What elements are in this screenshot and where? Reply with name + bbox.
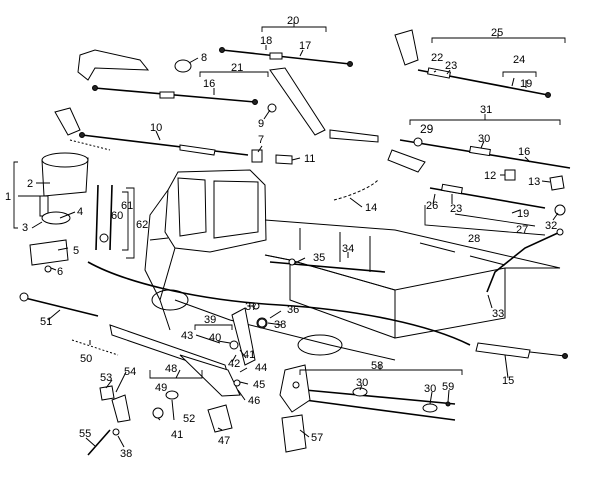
callout-27: 27 [516, 224, 528, 236]
callout-47: 47 [218, 435, 230, 447]
callout-9: 9 [258, 118, 264, 130]
callout-22: 22 [431, 52, 443, 64]
callout-32: 32 [545, 220, 557, 232]
small-parts [29, 29, 566, 407]
callout-40: 40 [209, 332, 221, 344]
callout-28: 28 [468, 233, 480, 245]
callout-21: 21 [231, 62, 243, 74]
callout-58: 58 [371, 360, 383, 372]
callout-48: 48 [165, 363, 177, 375]
callout-33: 33 [492, 308, 504, 320]
cable-assemblies [19, 47, 571, 359]
callout-41b: 41 [171, 429, 183, 441]
callout-37: 37 [245, 301, 257, 313]
callout-29: 29 [420, 122, 434, 136]
callout-5: 5 [73, 245, 79, 257]
callout-24: 24 [513, 54, 525, 66]
callout-39: 39 [204, 314, 216, 326]
callout-41a: 41 [243, 349, 255, 361]
callout-31: 31 [480, 104, 492, 116]
callout-38a: 38 [274, 319, 286, 331]
callout-13: 13 [528, 176, 540, 188]
callout-49: 49 [155, 382, 167, 394]
callout-51: 51 [40, 316, 52, 328]
callout-60: 60 [111, 210, 123, 222]
callout-57: 57 [311, 432, 323, 444]
callout-17: 17 [299, 40, 311, 52]
callout-23b: 23 [450, 203, 462, 215]
callout-30a: 30 [478, 133, 490, 145]
callout-6: 6 [57, 266, 63, 278]
callout-4: 4 [77, 206, 83, 218]
callout-12: 12 [484, 170, 496, 182]
leader-lines [18, 45, 559, 448]
callout-30c: 30 [424, 383, 436, 395]
callout-38b: 38 [120, 448, 132, 460]
callout-25: 25 [491, 27, 503, 39]
callout-62: 62 [136, 219, 148, 231]
callout-35: 35 [313, 252, 325, 264]
callout-8: 8 [201, 52, 207, 64]
callout-43: 43 [181, 330, 193, 342]
callout-53: 53 [100, 372, 112, 384]
callout-2: 2 [27, 178, 33, 190]
truck-body [144, 169, 561, 361]
callout-14: 14 [365, 202, 377, 214]
callout-16a: 16 [203, 78, 215, 90]
callout-46: 46 [248, 395, 260, 407]
callout-26: 26 [426, 200, 438, 212]
callout-3: 3 [22, 222, 28, 234]
handbrake-lever [71, 302, 307, 456]
callout-30b: 30 [356, 377, 368, 389]
callout-19b: 19 [517, 208, 529, 220]
callout-15: 15 [502, 375, 514, 387]
callout-45: 45 [253, 379, 265, 391]
callout-52: 52 [183, 413, 195, 425]
callout-18: 18 [260, 35, 272, 47]
callout-7: 7 [258, 134, 264, 146]
callout-20: 20 [287, 15, 299, 27]
group-brackets [13, 22, 566, 379]
callout-34: 34 [342, 243, 354, 255]
callout-1: 1 [5, 191, 11, 203]
callout-19a: 19 [520, 78, 532, 90]
callout-11: 11 [304, 153, 315, 165]
callout-61: 61 [121, 200, 133, 212]
callout-10: 10 [150, 122, 162, 134]
callout-23a: 23 [445, 60, 457, 72]
callout-labels: 1 2 3 4 5 6 7 8 9 10 11 12 13 14 15 16 1… [5, 15, 557, 460]
callout-42: 42 [228, 358, 240, 370]
callout-55: 55 [79, 428, 91, 440]
callout-54: 54 [124, 366, 136, 378]
callout-44: 44 [255, 362, 267, 374]
callout-59: 59 [442, 381, 454, 393]
callout-36: 36 [287, 304, 299, 316]
callout-50: 50 [80, 353, 92, 365]
callout-16b: 16 [518, 146, 530, 158]
